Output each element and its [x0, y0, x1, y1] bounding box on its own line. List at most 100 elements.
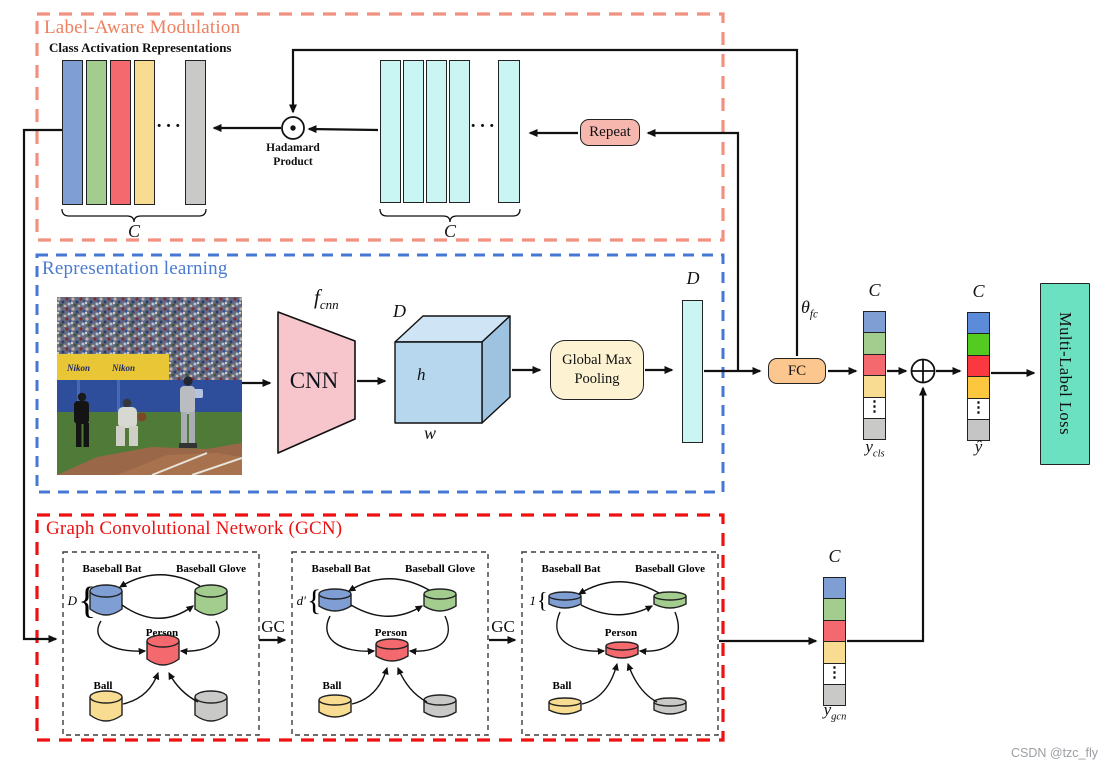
gcn-edge — [397, 666, 428, 703]
cnn-trapezoid — [277, 311, 356, 454]
gcn-node-person — [375, 638, 409, 662]
cube-w-label: w — [424, 423, 437, 443]
car-bar-yellow — [134, 60, 155, 205]
gcn-edge — [638, 611, 679, 655]
cnn-label: CNN — [289, 368, 339, 393]
gcn-node-person — [605, 641, 639, 659]
dimension-braces — [61, 208, 521, 223]
gcn-node-person — [146, 634, 180, 666]
gcn-node-label-baseball-bat: Baseball Bat — [542, 563, 601, 575]
gcn-dim-label: D — [67, 593, 78, 608]
cube-d-label: D — [393, 301, 406, 321]
y-hat-label: ŷ — [974, 437, 983, 456]
ycls-dim-c: C — [868, 280, 881, 300]
gcn-node-label-ball: Ball — [553, 680, 572, 692]
photo-banner-text: Nikon — [66, 363, 90, 373]
car-dim-c: C — [127, 221, 140, 241]
repeat-box: Repeat — [580, 119, 640, 146]
gcn-node-unknown — [423, 694, 457, 718]
gcn-edge — [97, 620, 147, 655]
gcn-graph-frame — [521, 551, 719, 736]
car-bar-green — [86, 60, 107, 205]
gcn-node-baseball-bat — [318, 588, 352, 612]
gcn-node-ball — [318, 694, 352, 718]
gcn-node-label-baseball-glove: Baseball Glove — [176, 563, 246, 575]
gcn-dim-brace: { — [537, 587, 548, 612]
y-hat-stack: ⋮ — [967, 312, 990, 442]
photo-batter — [179, 376, 197, 448]
car-ellipsis: ··· — [156, 116, 185, 137]
hadamard-product-icon — [281, 116, 305, 140]
gcn-node-baseball-bat — [89, 584, 123, 616]
gcn-node-label-person: Person — [605, 627, 637, 639]
gcn-node-label-baseball-bat: Baseball Bat — [312, 563, 371, 575]
attn-dim-c: C — [443, 221, 456, 241]
gcn-edge — [581, 662, 619, 705]
y-cls-stack: ⋮ — [863, 311, 886, 441]
attn-bar — [403, 60, 424, 203]
car-bar-gray — [185, 60, 206, 205]
gcn-node-unknown — [653, 697, 687, 715]
theta-fc-label: θfc — [801, 297, 818, 321]
gcn-edge — [121, 604, 194, 619]
gcn-edge — [626, 662, 658, 703]
gcn-edge — [351, 666, 389, 705]
connector-arrows — [22, 48, 1036, 645]
gcn-node-ball — [548, 697, 582, 715]
f-cnn-label: fcnn — [314, 285, 339, 313]
gcn-node-label-baseball-bat: Baseball Bat — [83, 563, 142, 575]
cube-h-label: h — [417, 365, 426, 384]
gcn-node-label-ball: Ball — [94, 680, 113, 692]
y-cls-label: ycls — [865, 437, 885, 460]
gcn-edge — [347, 578, 430, 592]
attn-bar — [449, 60, 470, 203]
gc-label-1: GC — [261, 617, 285, 636]
gcn-edge — [179, 620, 220, 655]
gcn-node-ball — [89, 690, 123, 722]
watermark: CSDN @tzc_fly — [1010, 746, 1098, 760]
plus-operator-icon — [910, 358, 936, 384]
gcn-node-baseball-glove — [423, 588, 457, 612]
gcn-title: Graph Convolutional Network (GCN) — [46, 518, 343, 539]
y-gcn-stack: ⋮ — [823, 577, 846, 707]
representation-section-frame — [35, 253, 725, 494]
gcn-node-baseball-bat — [548, 591, 582, 609]
yhat-dim-c: C — [972, 281, 985, 301]
feature-dim-d: D — [686, 268, 700, 288]
gcn-node-baseball-glove — [653, 591, 687, 609]
feature-cube — [394, 315, 511, 424]
attn-ellipsis: ··· — [470, 116, 499, 137]
gcn-node-label-ball: Ball — [323, 680, 342, 692]
car-label: Class Activation Representations — [49, 40, 232, 55]
gc-label-2: GC — [491, 617, 515, 636]
gcn-node-label-baseball-glove: Baseball Glove — [635, 563, 705, 575]
label-aware-title: Label-Aware Modulation — [44, 17, 241, 38]
gcn-edge — [580, 604, 654, 616]
gcn-graph-frame — [291, 551, 489, 736]
gcn-section-frame — [35, 513, 725, 742]
gcn-edge — [577, 581, 660, 595]
attn-bar — [498, 60, 520, 203]
gcn-node-label-baseball-glove: Baseball Glove — [405, 563, 475, 575]
y-gcn-label: ygcn — [823, 700, 847, 723]
gcn-edge — [326, 615, 376, 655]
gcn-graph-frame — [62, 551, 260, 736]
photo-banner — [57, 354, 169, 380]
baseball-photo: Nikon Nikon — [57, 297, 242, 475]
car-bar-blue — [62, 60, 83, 205]
gcn-edge — [122, 671, 160, 705]
feature-vector-bar — [682, 300, 703, 443]
attn-bar — [380, 60, 401, 203]
gcn-edge — [118, 574, 201, 588]
photo-umpire — [74, 392, 89, 447]
multi-label-loss-box: Multi-Label Loss — [1040, 283, 1090, 465]
fc-box: FC — [768, 358, 826, 384]
gcn-edge — [350, 604, 424, 617]
gcn-node-label-person: Person — [375, 627, 407, 639]
